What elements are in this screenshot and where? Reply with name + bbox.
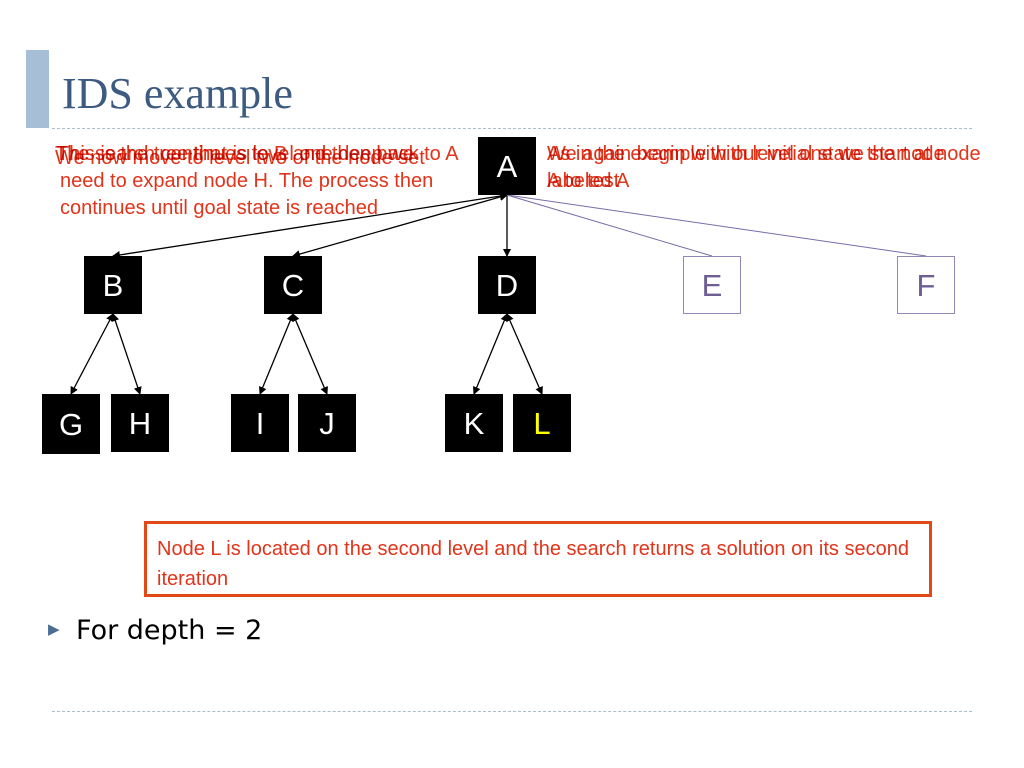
note-right-1: We again begin with our initial state th…	[547, 143, 945, 192]
bullet-triangle-icon: ▶	[48, 621, 60, 638]
tree-node-f: F	[897, 256, 955, 314]
tree-node-j: J	[298, 394, 356, 452]
bottom-divider	[52, 711, 972, 712]
note-left-2: We now move to level two of the node set	[55, 147, 425, 169]
tree-node-h: H	[111, 394, 169, 452]
tree-node-b: B	[84, 256, 142, 314]
tree-node-i: I	[231, 394, 289, 452]
title-accent-bar	[26, 50, 49, 128]
note-left-3: The search continues to B and then back …	[55, 143, 459, 165]
edge-a-e	[506, 194, 713, 257]
edge-a-c	[292, 193, 508, 258]
edge-b-h	[111, 313, 142, 395]
edge-d-k	[472, 313, 509, 395]
top-divider	[52, 128, 972, 129]
slide-title: IDS example	[62, 69, 293, 118]
edge-a-f	[506, 194, 927, 257]
tree-node-l: L	[513, 394, 571, 452]
note-right-2: As in the example with level one we star…	[547, 143, 981, 192]
bullet-depth: For depth = 2	[76, 615, 263, 646]
tree-node-a: A	[478, 137, 536, 195]
tree-node-g: G	[42, 394, 100, 454]
tree-node-d: D	[478, 256, 536, 314]
tree-node-k: K	[445, 394, 503, 452]
edge-b-g	[70, 313, 114, 395]
note-left-1: This is the tree that is level one deep …	[57, 143, 434, 219]
result-callout: Node L is located on the second level an…	[144, 521, 932, 597]
tree-node-e: E	[683, 256, 741, 314]
edge-c-j	[292, 313, 328, 395]
tree-node-c: C	[264, 256, 322, 314]
edge-d-l	[506, 313, 543, 395]
edge-c-i	[258, 313, 295, 395]
